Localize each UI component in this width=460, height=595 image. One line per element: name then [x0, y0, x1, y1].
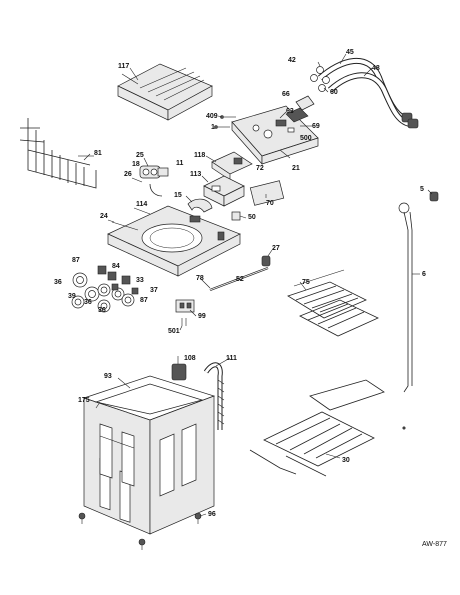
label-36-mid: 36 [84, 299, 92, 306]
part-21-control-console [231, 95, 319, 165]
label-60: 60 [330, 89, 338, 96]
label-63: 63 [286, 108, 294, 115]
label-15: 15 [174, 192, 182, 199]
label-33: 33 [136, 277, 144, 284]
part-108-pump [171, 363, 187, 381]
label-37: 37 [150, 287, 158, 294]
label-500: 500 [300, 135, 312, 142]
label-21: 21 [292, 165, 300, 172]
label-72: 72 [256, 165, 264, 172]
label-117: 117 [118, 63, 129, 70]
label-18: 18 [132, 161, 140, 168]
part-70-card [249, 180, 285, 206]
label-99: 99 [198, 313, 206, 320]
label-5: 5 [420, 186, 424, 193]
part-117-lid [117, 63, 213, 121]
label-111: 111 [226, 355, 237, 362]
label-27: 27 [272, 245, 280, 252]
label-39: 39 [68, 293, 76, 300]
part-114-tub-cover [107, 205, 241, 277]
part-81-harness [19, 118, 97, 189]
label-1: 1 [211, 124, 215, 131]
label-48: 48 [372, 65, 380, 72]
part-30-harness [249, 379, 385, 477]
label-96: 96 [208, 511, 216, 518]
part-96-feet [78, 512, 202, 550]
label-93: 93 [104, 373, 112, 380]
label-11: 11 [176, 160, 184, 167]
label-87-top: 87 [72, 257, 80, 264]
label-70: 70 [266, 200, 274, 207]
label-75: 75 [302, 279, 310, 286]
label-81: 81 [94, 150, 102, 157]
label-52: 52 [236, 276, 244, 283]
part-knobs [71, 265, 139, 313]
part-93-cabinet [82, 375, 216, 535]
part-111-hose [203, 362, 225, 430]
label-36-left: 36 [54, 279, 62, 286]
part-52-rod [209, 266, 269, 292]
label-108: 108 [184, 355, 196, 362]
label-42: 42 [288, 57, 296, 64]
callout-labels: 117 42 45 48 60 409 63 66 69 1 500 81 25… [54, 49, 447, 548]
label-114: 114 [136, 201, 147, 208]
part-15-clip [187, 198, 213, 213]
label-36-bottom: 36 [98, 307, 106, 314]
part-118-bracket [211, 151, 253, 181]
label-30: 30 [342, 457, 350, 464]
part-50-switch [231, 211, 241, 221]
label-50: 50 [248, 214, 256, 221]
label-6: 6 [422, 271, 426, 278]
label-84: 84 [112, 263, 120, 270]
label-87-bottom: 87 [140, 297, 148, 304]
label-66: 66 [282, 91, 290, 98]
leader-lines [83, 53, 433, 517]
part-11-water-valve [131, 165, 169, 197]
part-99-switch [175, 299, 195, 326]
label-409: 409 [206, 113, 218, 120]
label-501: 501 [168, 328, 180, 335]
label-24: 24 [100, 213, 108, 220]
part-27-connector [261, 255, 271, 267]
part-75-harness [287, 269, 379, 337]
part-409-screws [214, 115, 236, 129]
label-175: 175 [78, 397, 90, 404]
label-26: 26 [124, 171, 132, 178]
label-118: 118 [194, 152, 205, 159]
label-69: 69 [312, 123, 320, 130]
diagram-code: AW-877 [422, 541, 447, 548]
part-6-pressure-tube [398, 191, 439, 430]
label-78: 78 [196, 275, 204, 282]
label-45: 45 [346, 49, 354, 56]
label-25: 25 [136, 152, 144, 159]
part-45-48-hoses [310, 58, 419, 129]
label-113: 113 [190, 171, 201, 178]
part-113-dispenser [203, 175, 245, 207]
